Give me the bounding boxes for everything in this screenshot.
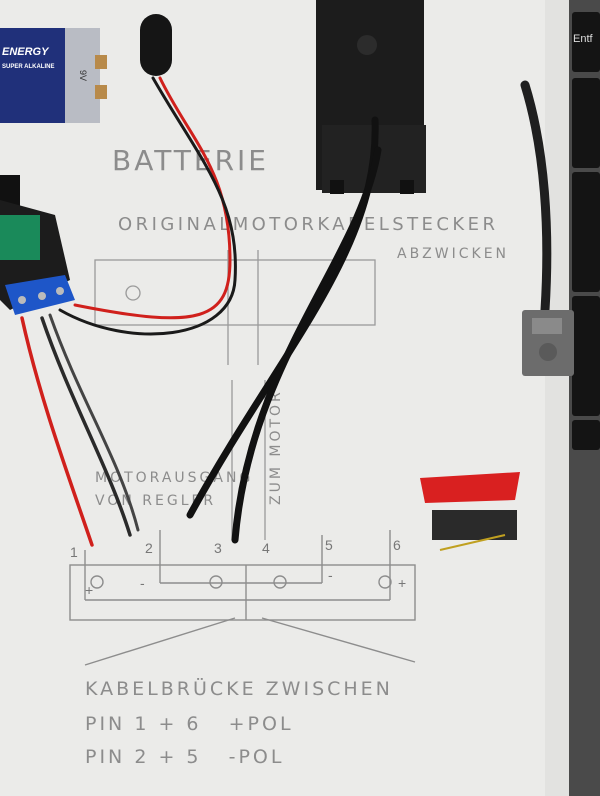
battery-9v: ENERGY SUPER ALKALINE 9V	[0, 28, 107, 123]
label-connector: ORIGINALMOTORKABELSTECKER	[118, 214, 498, 235]
label-bridge-line2: PIN 2 + 5 -POL	[85, 746, 284, 768]
keyboard: Entf	[568, 0, 600, 796]
pin-label: 2	[145, 540, 153, 556]
pin-label: 5	[325, 537, 333, 553]
keyboard-key-label: Entf	[573, 33, 594, 45]
label-motor-output-2: VON REGLER	[95, 493, 216, 509]
drawn-pin-strip	[69, 530, 416, 666]
battery-type: SUPER ALKALINE	[2, 64, 54, 70]
label-batterie: BATTERIE	[112, 144, 269, 177]
label-cut: ABZWICKEN	[397, 246, 509, 262]
pin-label: 1	[70, 544, 78, 560]
lego-connector-plug	[522, 310, 574, 376]
motor-controller-board	[0, 175, 75, 315]
lego-red-plate	[420, 472, 520, 551]
pin-label: 4	[262, 540, 270, 556]
pin-label: 6	[393, 537, 401, 553]
polarity-pin6: +	[398, 575, 406, 591]
battery-voltage: 9V	[78, 70, 88, 81]
label-to-motor: ZUM MOTOR	[268, 389, 284, 505]
battery-clip	[140, 14, 172, 76]
label-bridge-line1: PIN 1 + 6 +POL	[85, 713, 294, 735]
polarity-pin5: -	[328, 567, 333, 583]
polarity-pin1: +	[85, 582, 93, 598]
label-bridge-title: KABELBRÜCKE ZWISCHEN	[85, 677, 393, 700]
wires	[20, 76, 552, 547]
battery-brand: ENERGY	[2, 46, 50, 58]
pin-label: 3	[214, 540, 222, 556]
polarity-pin2: -	[140, 575, 145, 591]
